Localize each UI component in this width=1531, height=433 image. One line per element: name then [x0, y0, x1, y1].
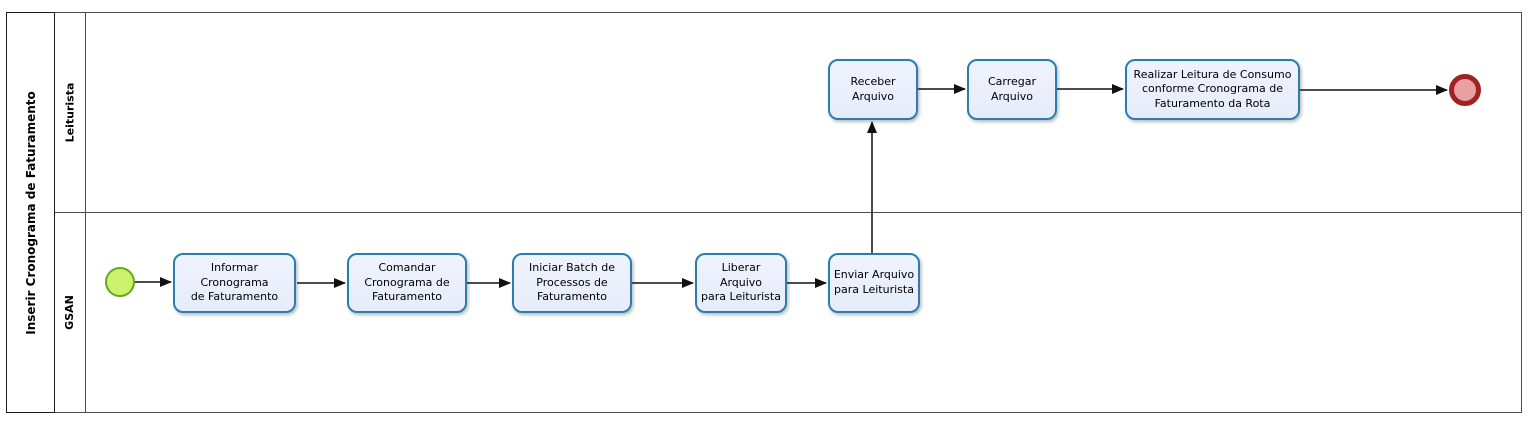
start-event: [105, 267, 135, 297]
task-receber-arquivo: Receber Arquivo: [828, 59, 918, 120]
task-informar-cronograma: Informar Cronograma de Faturamento: [173, 253, 296, 313]
lane-leiturista-label: Leiturista: [63, 82, 77, 142]
lane-leiturista: Leiturista: [54, 12, 86, 212]
task-realizar-leitura: Realizar Leitura de Consumo conforme Cro…: [1125, 59, 1300, 120]
lane-gsan-label: GSAN: [63, 295, 77, 330]
pool-title: Inserir Cronograma de Faturamento: [6, 12, 55, 413]
task-comandar-cronograma: Comandar Cronograma de Faturamento: [347, 253, 467, 313]
task-iniciar-batch: Iniciar Batch de Processos de Faturament…: [512, 253, 632, 313]
task-liberar-arquivo: Liberar Arquivo para Leiturista: [695, 253, 787, 313]
lane-gsan: GSAN: [54, 212, 86, 413]
task-carregar-arquivo: Carregar Arquivo: [967, 59, 1057, 120]
lane-divider: [54, 212, 1522, 213]
end-event: [1449, 74, 1481, 106]
pool-title-label: Inserir Cronograma de Faturamento: [23, 90, 38, 335]
task-enviar-arquivo: Enviar Arquivo para Leiturista: [828, 253, 920, 313]
